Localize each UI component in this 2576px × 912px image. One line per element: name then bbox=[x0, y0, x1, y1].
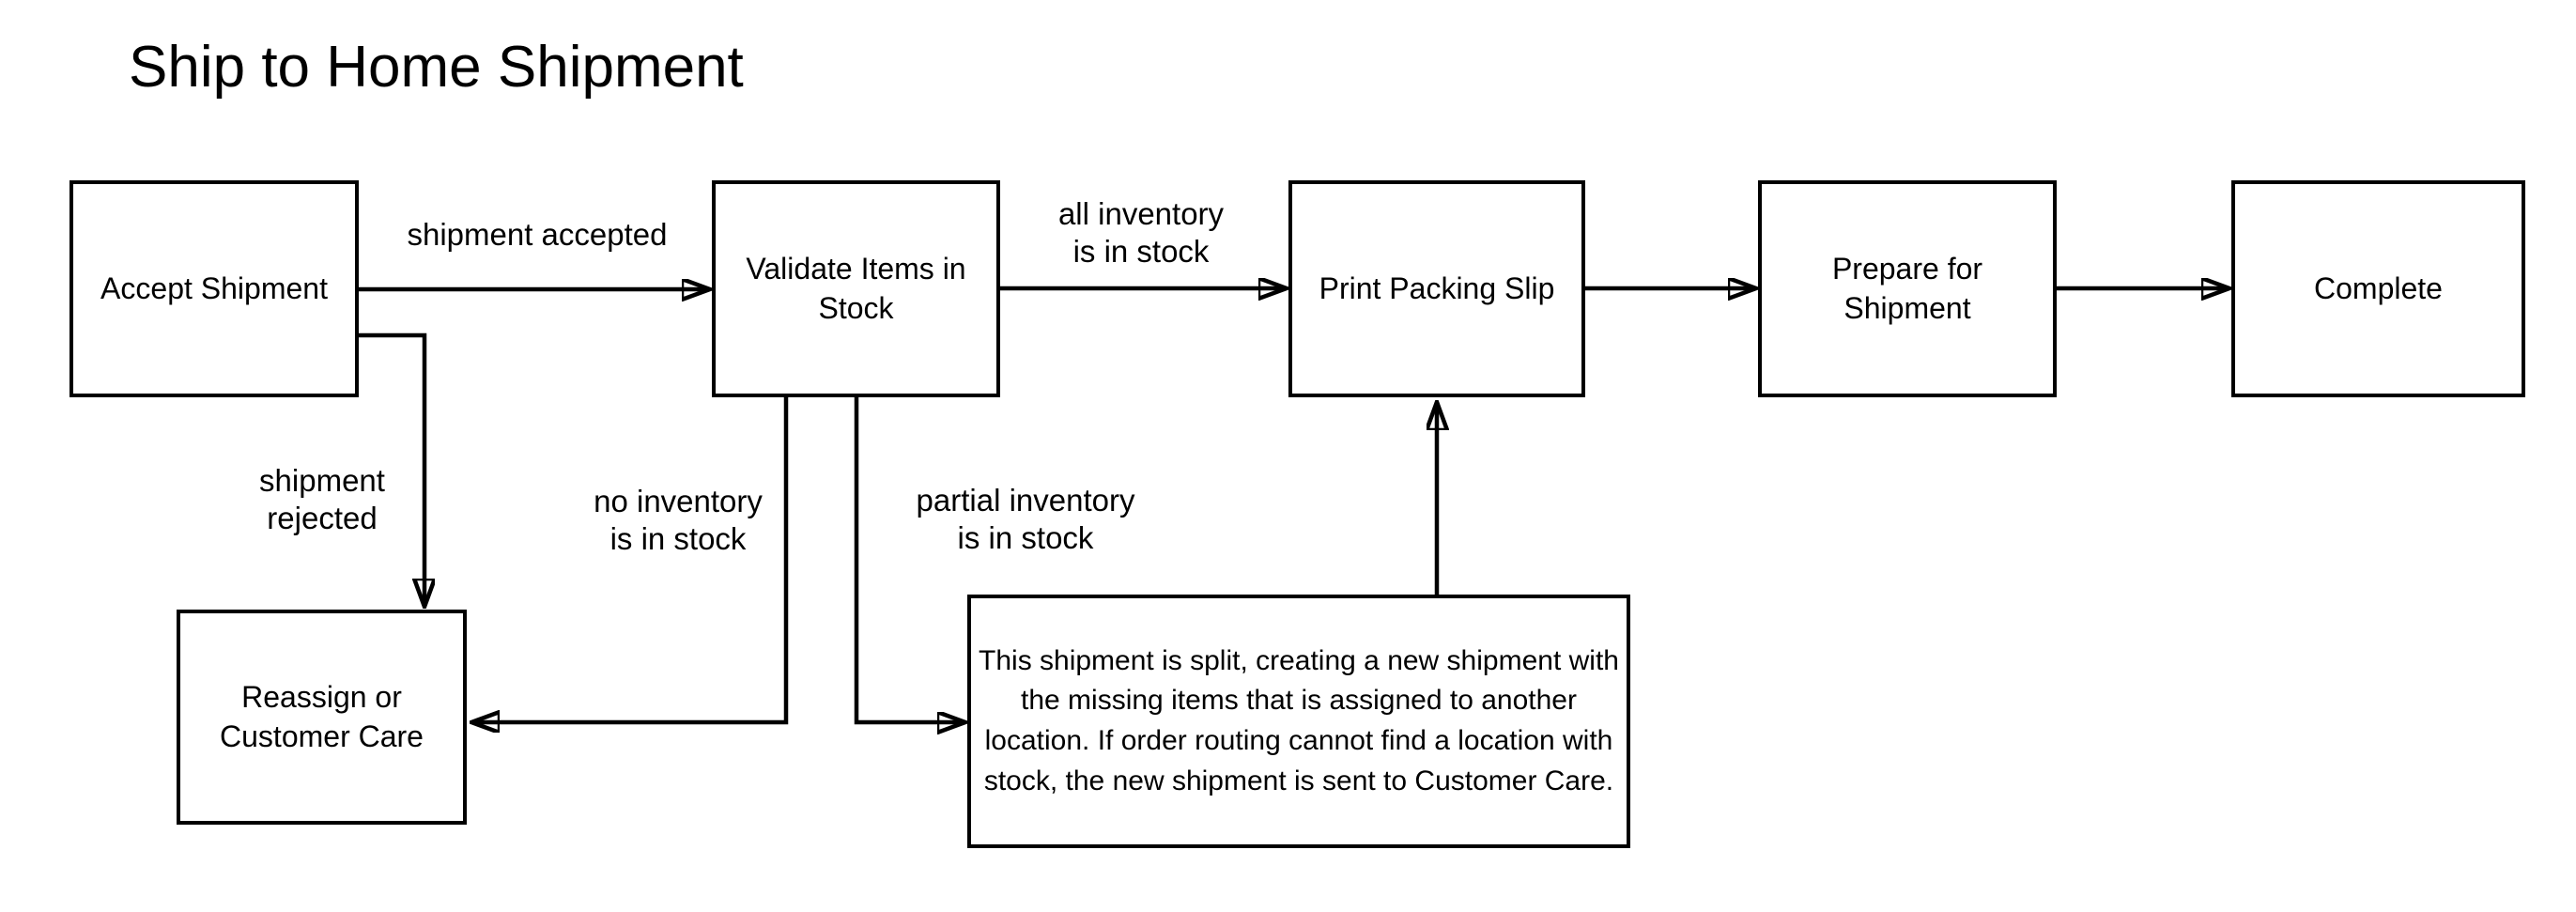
node-complete-label: Complete bbox=[2314, 271, 2443, 305]
node-validate-items-in-stock-label: Validate Items in Stock bbox=[746, 251, 966, 325]
node-split-shipment-note-text: This shipment is split, creating a new s… bbox=[979, 644, 1619, 796]
edge-label-no-inventory-is-in-stock: no inventory is in stock bbox=[594, 483, 763, 556]
edge-validate-to-reassign bbox=[473, 397, 789, 722]
node-complete: Complete bbox=[2231, 180, 2525, 397]
edge-accept-to-reassign bbox=[357, 332, 424, 605]
node-reassign-or-customer-care-label: Reassign or Customer Care bbox=[220, 679, 424, 753]
edge-label-shipment-rejected: shipment rejected bbox=[259, 462, 385, 535]
node-accept-shipment-label: Accept Shipment bbox=[100, 271, 328, 305]
node-accept-shipment: Accept Shipment bbox=[69, 180, 359, 397]
node-prepare-for-shipment-label: Prepare for Shipment bbox=[1831, 251, 1983, 325]
node-validate-items-in-stock: Validate Items in Stock bbox=[712, 180, 1000, 397]
node-prepare-for-shipment: Prepare for Shipment bbox=[1758, 180, 2057, 397]
node-print-packing-slip-label: Print Packing Slip bbox=[1319, 271, 1555, 305]
edge-label-all-inventory-is-in-stock: all inventory is in stock bbox=[1057, 195, 1225, 269]
edge-validate-to-split-note bbox=[854, 397, 964, 722]
diagram-title: Ship to Home Shipment bbox=[129, 35, 744, 100]
node-reassign-or-customer-care: Reassign or Customer Care bbox=[177, 610, 467, 825]
node-print-packing-slip: Print Packing Slip bbox=[1288, 180, 1585, 397]
edge-label-partial-inventory-is-in-stock: partial inventory is in stock bbox=[916, 482, 1135, 555]
edge-label-shipment-accepted: shipment accepted bbox=[407, 216, 668, 252]
node-split-shipment-note: This shipment is split, creating a new s… bbox=[967, 595, 1630, 848]
